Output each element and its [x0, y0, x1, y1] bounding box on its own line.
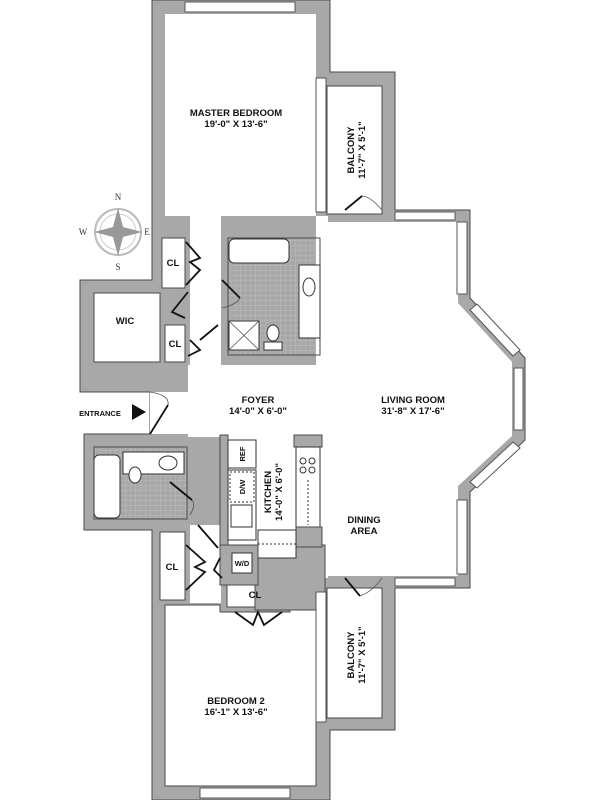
washer-dryer	[231, 552, 253, 574]
entrance-label: ENTRANCE	[79, 409, 121, 418]
foyer-size: 14'-0" X 6'-0"	[229, 406, 287, 417]
toilet-icon	[128, 466, 142, 484]
compass-south: S	[115, 262, 120, 272]
bathtub-icon	[228, 238, 290, 264]
stove-icon	[299, 457, 316, 474]
compass-icon: N S E W	[79, 192, 151, 272]
compass-east: E	[144, 227, 150, 237]
vanity	[298, 264, 321, 339]
wic-label: WIC	[116, 316, 135, 327]
closet-1-area	[161, 237, 186, 289]
master-bath-fixtures	[228, 238, 321, 351]
balcony-bottom-size: 11'-7" X 5'-1"	[357, 626, 368, 683]
ref-label: REF	[238, 446, 247, 461]
master-bedroom-name: MASTER BEDROOM	[190, 108, 282, 119]
refrigerator	[227, 439, 257, 469]
bedroom-2-name: BEDROOM 2	[207, 696, 265, 707]
windows	[184, 1, 524, 799]
closet-4-label: CL	[249, 590, 262, 601]
sink-icon	[302, 277, 316, 297]
closet-3-label: CL	[166, 562, 179, 573]
balcony-bottom-area	[326, 587, 383, 719]
dishwasher	[229, 471, 255, 503]
dining-label-1: DINING	[347, 515, 380, 526]
living-room-size: 31'-8" X 17'-6"	[381, 406, 444, 417]
balcony-bottom-name: BALCONY	[346, 631, 357, 679]
sink-icon	[158, 455, 178, 471]
dining-label-2: AREA	[351, 526, 378, 537]
master-bedroom-size: 19'-0" X 13'-6"	[204, 119, 267, 130]
kitchen-name: KITCHEN	[263, 471, 274, 513]
wd-label: W/D	[235, 559, 250, 568]
foyer-name: FOYER	[242, 395, 275, 406]
compass-north: N	[115, 192, 122, 202]
doors	[149, 195, 383, 627]
closet-2-label: CL	[169, 339, 182, 350]
bath-2-fixtures	[93, 451, 185, 519]
sink-icon	[230, 504, 253, 528]
compass-west: W	[79, 227, 88, 237]
entrance-arrow-icon	[132, 404, 146, 420]
closet-1-label: CL	[167, 258, 180, 269]
dw-label: D/W	[238, 479, 247, 495]
balcony-top-area	[326, 85, 383, 215]
kitchen-size: 14'-0" X 6'-0"	[274, 463, 285, 521]
wic-area	[93, 292, 161, 363]
bedroom-2-size: 16'-1" X 13'-6"	[204, 707, 267, 718]
toilet-icon	[266, 324, 280, 342]
bathtub-icon	[93, 454, 121, 519]
closet-3-area	[159, 531, 186, 601]
balcony-top-size: 11'-7" X 5'-1"	[357, 121, 368, 178]
kitchen-fixtures	[219, 434, 326, 611]
balcony-top-name: BALCONY	[346, 126, 357, 174]
closet-2-area	[164, 324, 186, 363]
living-room-name: LIVING ROOM	[381, 395, 445, 406]
